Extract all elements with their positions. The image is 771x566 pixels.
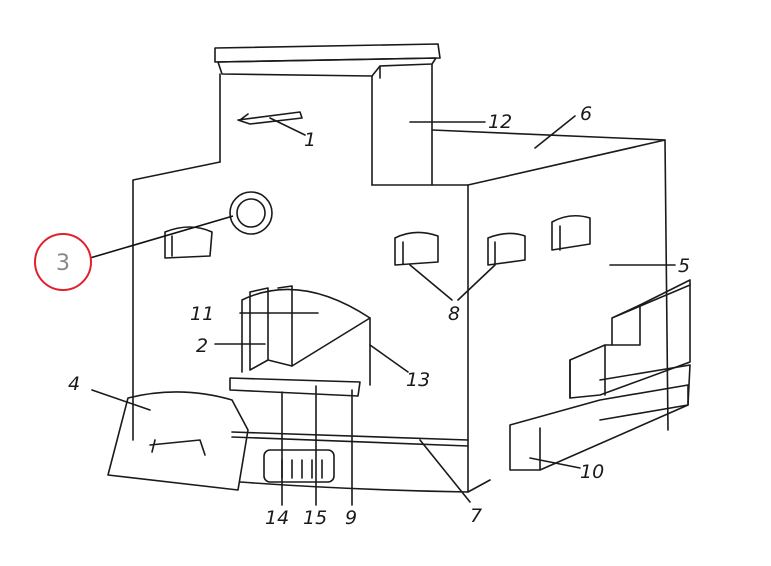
stove-body	[132, 129, 669, 493]
label-12: 12	[488, 111, 512, 133]
label-3: 3	[56, 251, 70, 276]
label-8: 8	[448, 303, 460, 325]
damper-handle	[237, 111, 303, 125]
label-4: 4	[68, 373, 80, 395]
label-10: 10	[580, 461, 604, 483]
oven-door	[107, 391, 249, 491]
flue-ring	[229, 191, 273, 235]
label-15: 15	[303, 507, 327, 529]
label-7: 7	[470, 505, 482, 527]
label-13: 13	[406, 369, 430, 391]
ash-door	[263, 449, 335, 483]
oven-mouth	[229, 285, 371, 397]
label-5: 5	[678, 255, 690, 277]
label-14: 14	[265, 507, 289, 529]
label-11: 11	[190, 303, 214, 325]
leader-lines	[89, 115, 676, 506]
highlight-marker-3[interactable]: 3	[34, 233, 92, 291]
benches	[509, 279, 691, 471]
label-9: 9	[345, 507, 357, 529]
label-1: 1	[304, 129, 316, 151]
vents	[164, 214, 591, 266]
label-6: 6	[580, 103, 592, 125]
label-2: 2	[196, 335, 208, 357]
chimney	[214, 43, 441, 186]
